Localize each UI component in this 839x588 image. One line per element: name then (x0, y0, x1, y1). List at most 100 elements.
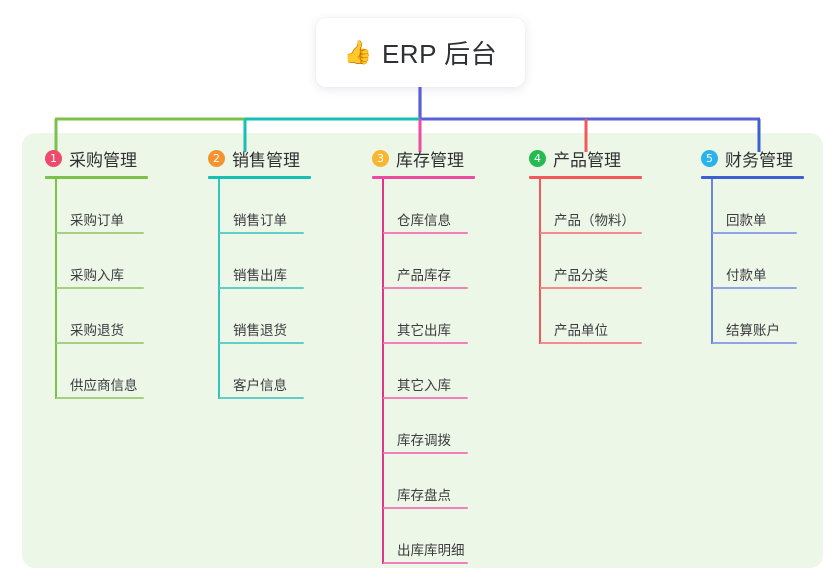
leaf-spine-3 (382, 179, 384, 564)
leaf-item-underline (383, 232, 468, 234)
leaf-item-underline (56, 342, 144, 344)
branch-badge-2: 2 (208, 149, 225, 167)
leaf-item-label: 产品库存 (397, 268, 451, 283)
leaf-item-label: 产品分类 (554, 268, 608, 283)
leaf-item[interactable]: 采购入库 (45, 234, 148, 289)
leaf-item-underline (540, 287, 642, 289)
branch-badge-1: 1 (45, 149, 62, 167)
branch-column-4: 4 产品管理产品（物料） 产品分类产品单位 (529, 145, 642, 344)
leaf-item-underline (219, 232, 304, 234)
branch-panel (22, 133, 823, 568)
leaf-item[interactable]: 客户信息 (208, 344, 311, 399)
leaf-item-label: 库存盘点 (397, 488, 451, 503)
leaf-item[interactable]: 库存调拨 (372, 399, 475, 454)
leaf-item-label: 产品（物料） (554, 213, 635, 228)
branch-column-3: 3 库存管理仓库信息产品库存其它出库其它入库库存调拨库存盘点出库库明细 (372, 145, 475, 564)
leaf-item-label: 销售退货 (233, 323, 287, 338)
leaf-item-label: 回款单 (726, 213, 767, 228)
branch-title-3: 库存管理 (396, 150, 464, 170)
leaf-item[interactable]: 付款单 (701, 234, 804, 289)
leaf-item-underline (56, 232, 144, 234)
leaf-item-label: 采购退货 (70, 323, 124, 338)
branch-header-3[interactable]: 3 库存管理 (372, 145, 475, 171)
leaf-item-underline (383, 507, 468, 509)
root-node-card[interactable]: 👍 ERP 后台 (316, 18, 525, 87)
leaf-item-label: 采购订单 (70, 213, 124, 228)
leaf-item-label: 出库库明细 (397, 543, 465, 558)
leaf-list-1: 采购订单采购入库采购退货供应商信息 (45, 179, 148, 399)
leaf-item-label: 其它入库 (397, 378, 451, 393)
branch-title-5: 财务管理 (725, 150, 793, 170)
leaf-item-label: 客户信息 (233, 378, 287, 393)
leaf-item-underline (383, 397, 468, 399)
leaf-list-4: 产品（物料） 产品分类产品单位 (529, 179, 642, 344)
root-node-text: 👍 ERP 后台 (344, 34, 497, 71)
leaf-item-label: 其它出库 (397, 323, 451, 338)
leaf-list-2: 销售订单销售出库销售退货客户信息 (208, 179, 311, 399)
leaf-item[interactable]: 销售退货 (208, 289, 311, 344)
branch-underline-3 (372, 176, 475, 179)
root-node-title: ERP 后台 (381, 39, 498, 69)
branch-underline-1 (45, 176, 148, 179)
leaf-item-underline (219, 342, 304, 344)
leaf-item-label: 供应商信息 (70, 378, 138, 393)
leaf-item[interactable]: 其它入库 (372, 344, 475, 399)
leaf-item[interactable]: 回款单 (701, 179, 804, 234)
branch-underline-5 (701, 176, 804, 179)
leaf-item-underline (712, 287, 797, 289)
leaf-item-label: 销售订单 (233, 213, 287, 228)
leaf-item-label: 采购入库 (70, 268, 124, 283)
branch-badge-4: 4 (529, 149, 546, 167)
leaf-item[interactable]: 出库库明细 (372, 509, 475, 564)
leaf-item-underline (219, 287, 304, 289)
thumbs-up-icon: 👍 (343, 39, 373, 65)
leaf-item-underline (540, 232, 642, 234)
leaf-spine-5 (711, 179, 713, 344)
leaf-item[interactable]: 销售订单 (208, 179, 311, 234)
leaf-item-label: 库存调拨 (397, 433, 451, 448)
leaf-item-underline (383, 452, 468, 454)
branch-underline-2 (208, 176, 311, 179)
leaf-item[interactable]: 产品库存 (372, 234, 475, 289)
leaf-item-underline (540, 342, 642, 344)
leaf-item-label: 产品单位 (554, 323, 608, 338)
leaf-list-5: 回款单付款单结算账户 (701, 179, 804, 344)
leaf-item-underline (383, 342, 468, 344)
leaf-item-label: 结算账户 (726, 323, 780, 338)
leaf-item-label: 销售出库 (233, 268, 287, 283)
branch-underline-4 (529, 176, 642, 179)
leaf-item[interactable]: 库存盘点 (372, 454, 475, 509)
leaf-item-underline (56, 397, 144, 399)
leaf-item-underline (56, 287, 144, 289)
leaf-item[interactable]: 采购退货 (45, 289, 148, 344)
leaf-item-underline (219, 397, 304, 399)
leaf-item[interactable]: 产品单位 (529, 289, 642, 344)
leaf-item[interactable]: 供应商信息 (45, 344, 148, 399)
leaf-item-underline (712, 342, 797, 344)
leaf-item[interactable]: 产品（物料） (529, 179, 642, 234)
leaf-item-label: 仓库信息 (397, 213, 451, 228)
leaf-item-underline (383, 287, 468, 289)
leaf-item[interactable]: 结算账户 (701, 289, 804, 344)
leaf-spine-4 (539, 179, 541, 344)
leaf-item[interactable]: 产品分类 (529, 234, 642, 289)
leaf-item[interactable]: 其它出库 (372, 289, 475, 344)
leaf-item-label: 付款单 (726, 268, 767, 283)
leaf-spine-2 (218, 179, 220, 399)
leaf-item[interactable]: 仓库信息 (372, 179, 475, 234)
branch-header-4[interactable]: 4 产品管理 (529, 145, 642, 171)
leaf-item-underline (383, 562, 468, 564)
leaf-list-3: 仓库信息产品库存其它出库其它入库库存调拨库存盘点出库库明细 (372, 179, 475, 564)
branch-title-4: 产品管理 (553, 150, 621, 170)
branch-badge-3: 3 (372, 149, 389, 167)
leaf-item[interactable]: 销售出库 (208, 234, 311, 289)
leaf-item[interactable]: 采购订单 (45, 179, 148, 234)
leaf-item-underline (712, 232, 797, 234)
